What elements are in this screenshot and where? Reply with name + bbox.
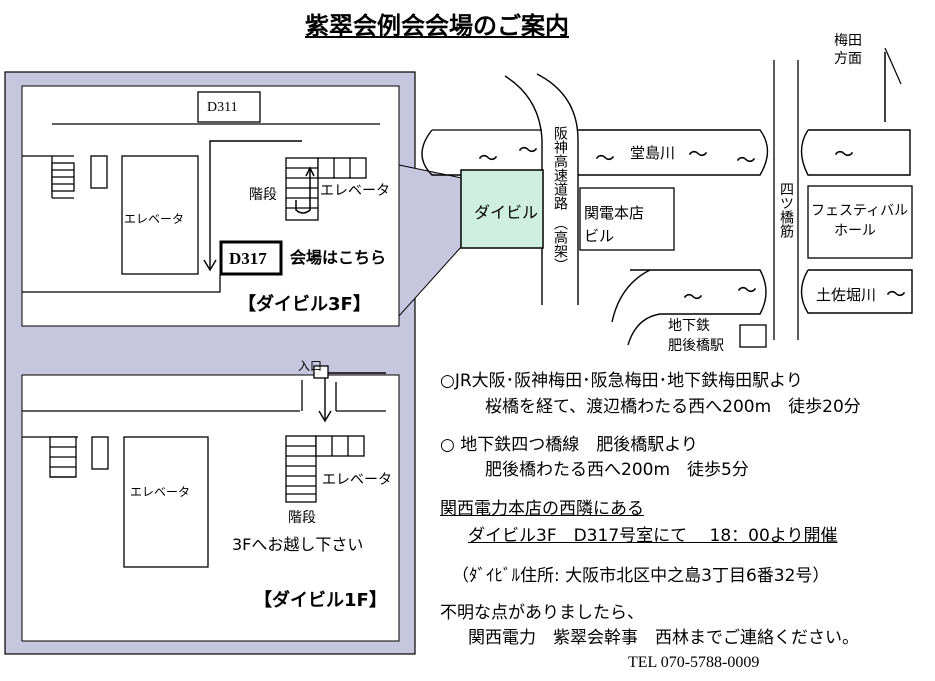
go-to-3f-label: 3Fへお越し下さい <box>232 535 364 554</box>
next-to-kanden: 関西電力本店の西隣にある <box>440 499 644 519</box>
daibiru-address: （ﾀﾞｲﾋﾞﾙ住所: 大阪市北区中之島3丁目6番32号） <box>452 566 830 586</box>
room-d317-label: D317 <box>229 249 267 268</box>
entrance-label: 入口 <box>298 359 323 373</box>
floor3-elevator-right-label: エレベータ <box>320 183 390 199</box>
route2-line1: ○ 地下鉄四つ橋線 肥後橋駅より <box>440 435 698 455</box>
river-wave: 〜 <box>683 285 703 309</box>
route2-line2: 肥後橋わたる西へ200m 徒歩5分 <box>485 460 749 480</box>
room-d317 <box>219 240 283 276</box>
venue-here-label: 会場はこちら <box>290 248 387 267</box>
river-wave: 〜 <box>737 278 757 302</box>
hanshin-expressway-label: 阪神高速道路 <box>552 126 568 210</box>
umeda-label-1: 梅田 <box>834 33 862 49</box>
floor1-plan <box>21 374 400 642</box>
kanden-label-1: 関電本店 <box>584 204 645 222</box>
river-wave: 〜 <box>478 146 498 170</box>
umeda-label-2: 方面 <box>834 51 862 67</box>
floor1-elevator-left-label: エレベータ <box>130 485 191 499</box>
route1-line1: ○JR大阪･阪神梅田･阪急梅田･地下鉄梅田駅より <box>440 371 803 391</box>
floor3-elevator-left-label: エレベータ <box>124 212 185 226</box>
elevated-label: （高架） <box>552 216 568 272</box>
route1-line2: 桜橋を経て、渡辺橋わたる西へ200m 徒歩20分 <box>485 397 861 417</box>
river-wave: 〜 <box>688 142 708 166</box>
tosabori-river-label: 土佐堀川 <box>816 286 877 304</box>
kanden-label-2: ビル <box>584 227 615 245</box>
room-and-time: ダイビル3F D317号室にて 18：00より開催 <box>468 526 838 546</box>
station-label-2: 肥後橋駅 <box>668 338 724 354</box>
river-wave: 〜 <box>834 142 854 166</box>
dojima-river-label: 堂島川 <box>630 144 676 162</box>
daibiru-label: ダイビル <box>474 203 539 222</box>
festival-hall-label-2: ホール <box>834 223 876 239</box>
station-label-1: 地下鉄 <box>668 318 710 334</box>
floor1-elevator-right-label: エレベータ <box>322 472 392 488</box>
floor3-title: 【ダイビル3F】 <box>238 294 371 315</box>
room-d311-label: D311 <box>207 100 238 115</box>
contact-line2: 関西電力 紫翠会幹事 西林までご連絡ください。 <box>468 628 859 648</box>
river-wave: 〜 <box>518 138 538 162</box>
zoom-connector <box>398 164 463 318</box>
yotsubashi-street-label: 四ツ橋筋 <box>778 182 794 238</box>
river-wave: 〜 <box>595 146 615 170</box>
contact-line1: 不明な点がありましたら、 <box>440 603 644 623</box>
page-title: 紫翠会例会会場のご案内 <box>305 12 569 40</box>
river-wave: 〜 <box>736 148 756 172</box>
floor1-title: 【ダイビル1F】 <box>254 590 387 611</box>
floor1-stairs-label: 階段 <box>288 510 316 526</box>
floor3-stairs-label: 階段 <box>249 187 277 203</box>
contact-tel: TEL 070-5788-0009 <box>628 654 760 671</box>
daibiru-building <box>460 169 544 249</box>
festival-hall-label-1: フェスティバル <box>811 203 909 219</box>
river-wave: 〜 <box>886 282 906 306</box>
